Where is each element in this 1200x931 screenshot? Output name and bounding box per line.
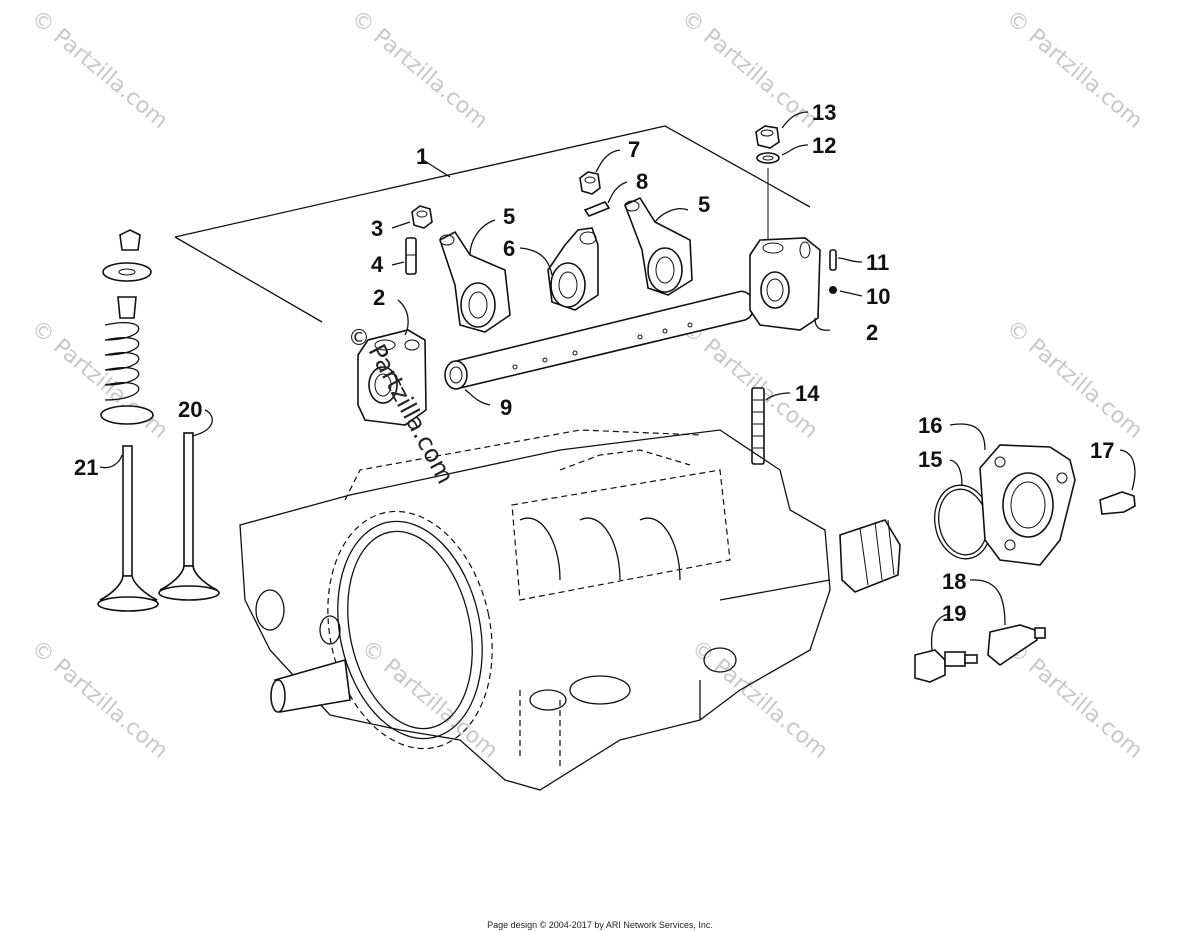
callout-5-right: 5 <box>698 192 710 217</box>
callout-4: 4 <box>371 252 384 277</box>
callout-9: 9 <box>500 395 512 420</box>
thermostat-housing <box>934 444 1136 566</box>
watermark: © Partzilla.com <box>686 635 832 763</box>
callout-3: 3 <box>371 216 383 241</box>
callout-18: 18 <box>942 569 966 594</box>
sensors <box>914 624 1046 683</box>
watermark: © Partzilla.com <box>676 5 822 133</box>
callout-21: 21 <box>74 455 98 480</box>
callout-1: 1 <box>416 144 428 169</box>
shaft-support-right <box>749 168 821 331</box>
watermark: © Partzilla.com <box>26 315 172 443</box>
callout-10: 10 <box>866 284 890 309</box>
watermark: © Partzilla.com <box>1001 635 1147 763</box>
callout-numbers: 1 2 2 3 4 5 5 6 7 8 9 10 11 12 13 14 15 … <box>74 100 1114 626</box>
shaft-support-left <box>357 329 427 426</box>
callout-13: 13 <box>812 100 836 125</box>
watermark: © Partzilla.com <box>1001 5 1147 133</box>
callout-5-left: 5 <box>503 204 515 229</box>
callout-20: 20 <box>178 397 202 422</box>
callout-11: 11 <box>866 250 889 275</box>
rocker-arm-right <box>623 196 693 296</box>
callout-2-left: 2 <box>373 285 385 310</box>
valve-intake <box>158 432 220 601</box>
hardware-parts <box>405 125 837 465</box>
valve-exhaust <box>97 445 159 612</box>
watermark-layer: © Partzilla.com © Partzilla.com © Partzi… <box>26 5 1147 763</box>
cylinder-head <box>239 429 901 791</box>
watermark: © Partzilla.com <box>1001 315 1147 443</box>
callout-19: 19 <box>942 601 966 626</box>
callout-2-right: 2 <box>866 320 878 345</box>
callout-8: 8 <box>636 169 648 194</box>
callout-14: 14 <box>795 381 820 406</box>
watermark: © Partzilla.com <box>346 5 492 133</box>
leader-lines <box>99 111 1136 651</box>
callout-17: 17 <box>1090 438 1114 463</box>
callout-15: 15 <box>918 447 942 472</box>
callout-16: 16 <box>918 413 942 438</box>
rocker-arm-left <box>439 230 511 333</box>
rocker-arm-center <box>547 227 599 311</box>
assembly-bracket <box>174 125 811 323</box>
watermark: © Partzilla.com <box>676 315 822 443</box>
valve-spring-assembly <box>100 229 154 425</box>
center-watermark-symbol: © <box>348 326 370 351</box>
page-footer: Page design © 2004-2017 by ARI Network S… <box>487 920 713 930</box>
callout-6: 6 <box>503 236 515 261</box>
watermark: © Partzilla.com <box>356 635 502 763</box>
callout-7: 7 <box>628 137 640 162</box>
watermark: © Partzilla.com <box>26 5 172 133</box>
watermark: © Partzilla.com <box>26 635 172 763</box>
callout-12: 12 <box>812 133 836 158</box>
